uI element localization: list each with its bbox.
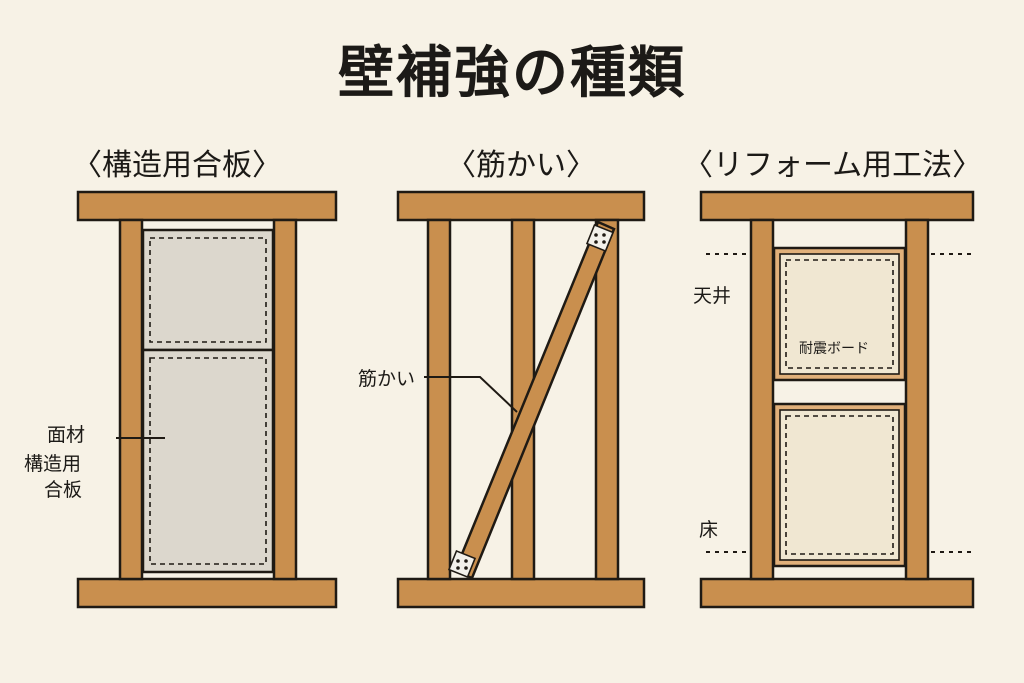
brace-label: 筋かい [358, 368, 416, 390]
reform-stud-right [904, 218, 930, 581]
plywood-bottom-plate [76, 577, 338, 609]
seismic-board-label: 耐震ボード [799, 341, 869, 357]
reform-stud-left [749, 218, 775, 581]
reform-board-lower [779, 409, 900, 561]
plywood-panel-lower [141, 348, 275, 574]
plywood-top-plate [76, 190, 338, 222]
heading-reform: 〈リフォーム用工法〉 [683, 148, 983, 183]
brace-top-plate [396, 190, 646, 222]
brace-leader-line [424, 376, 518, 413]
plywood-stud-right [272, 218, 298, 581]
plywood-frame [76, 190, 338, 609]
diagonal-brace [453, 220, 616, 580]
plywood-nail-lines [149, 237, 267, 565]
plywood-label-line2: 構造用 [24, 453, 82, 475]
brace-stud-left [426, 218, 452, 581]
reform-level-lines [706, 253, 972, 553]
page-title: 壁補強の種類 [338, 41, 686, 106]
reform-bottom-plate [699, 577, 975, 609]
brace-stud-right [594, 218, 620, 581]
floor-label: 床 [699, 519, 719, 541]
reform-nail-lines [785, 259, 894, 555]
reform-frame [699, 190, 975, 609]
brace-bottom-plate [396, 577, 646, 609]
ceiling-label: 天井 [693, 285, 732, 307]
heading-brace: 〈筋かい〉 [446, 148, 596, 183]
brace-metal-plate-top [585, 223, 615, 253]
reform-board-upper [779, 253, 900, 375]
plywood-stud-left [118, 218, 144, 581]
heading-plywood: 〈構造用合板〉 [72, 148, 282, 183]
brace-metal-plate-bottom [447, 549, 477, 579]
plywood-label-line3: 合板 [44, 479, 83, 501]
reform-top-plate [699, 190, 975, 222]
brace-frame [396, 190, 646, 609]
plywood-label-line1: 面材 [47, 424, 86, 446]
plywood-panel-upper [141, 228, 275, 352]
